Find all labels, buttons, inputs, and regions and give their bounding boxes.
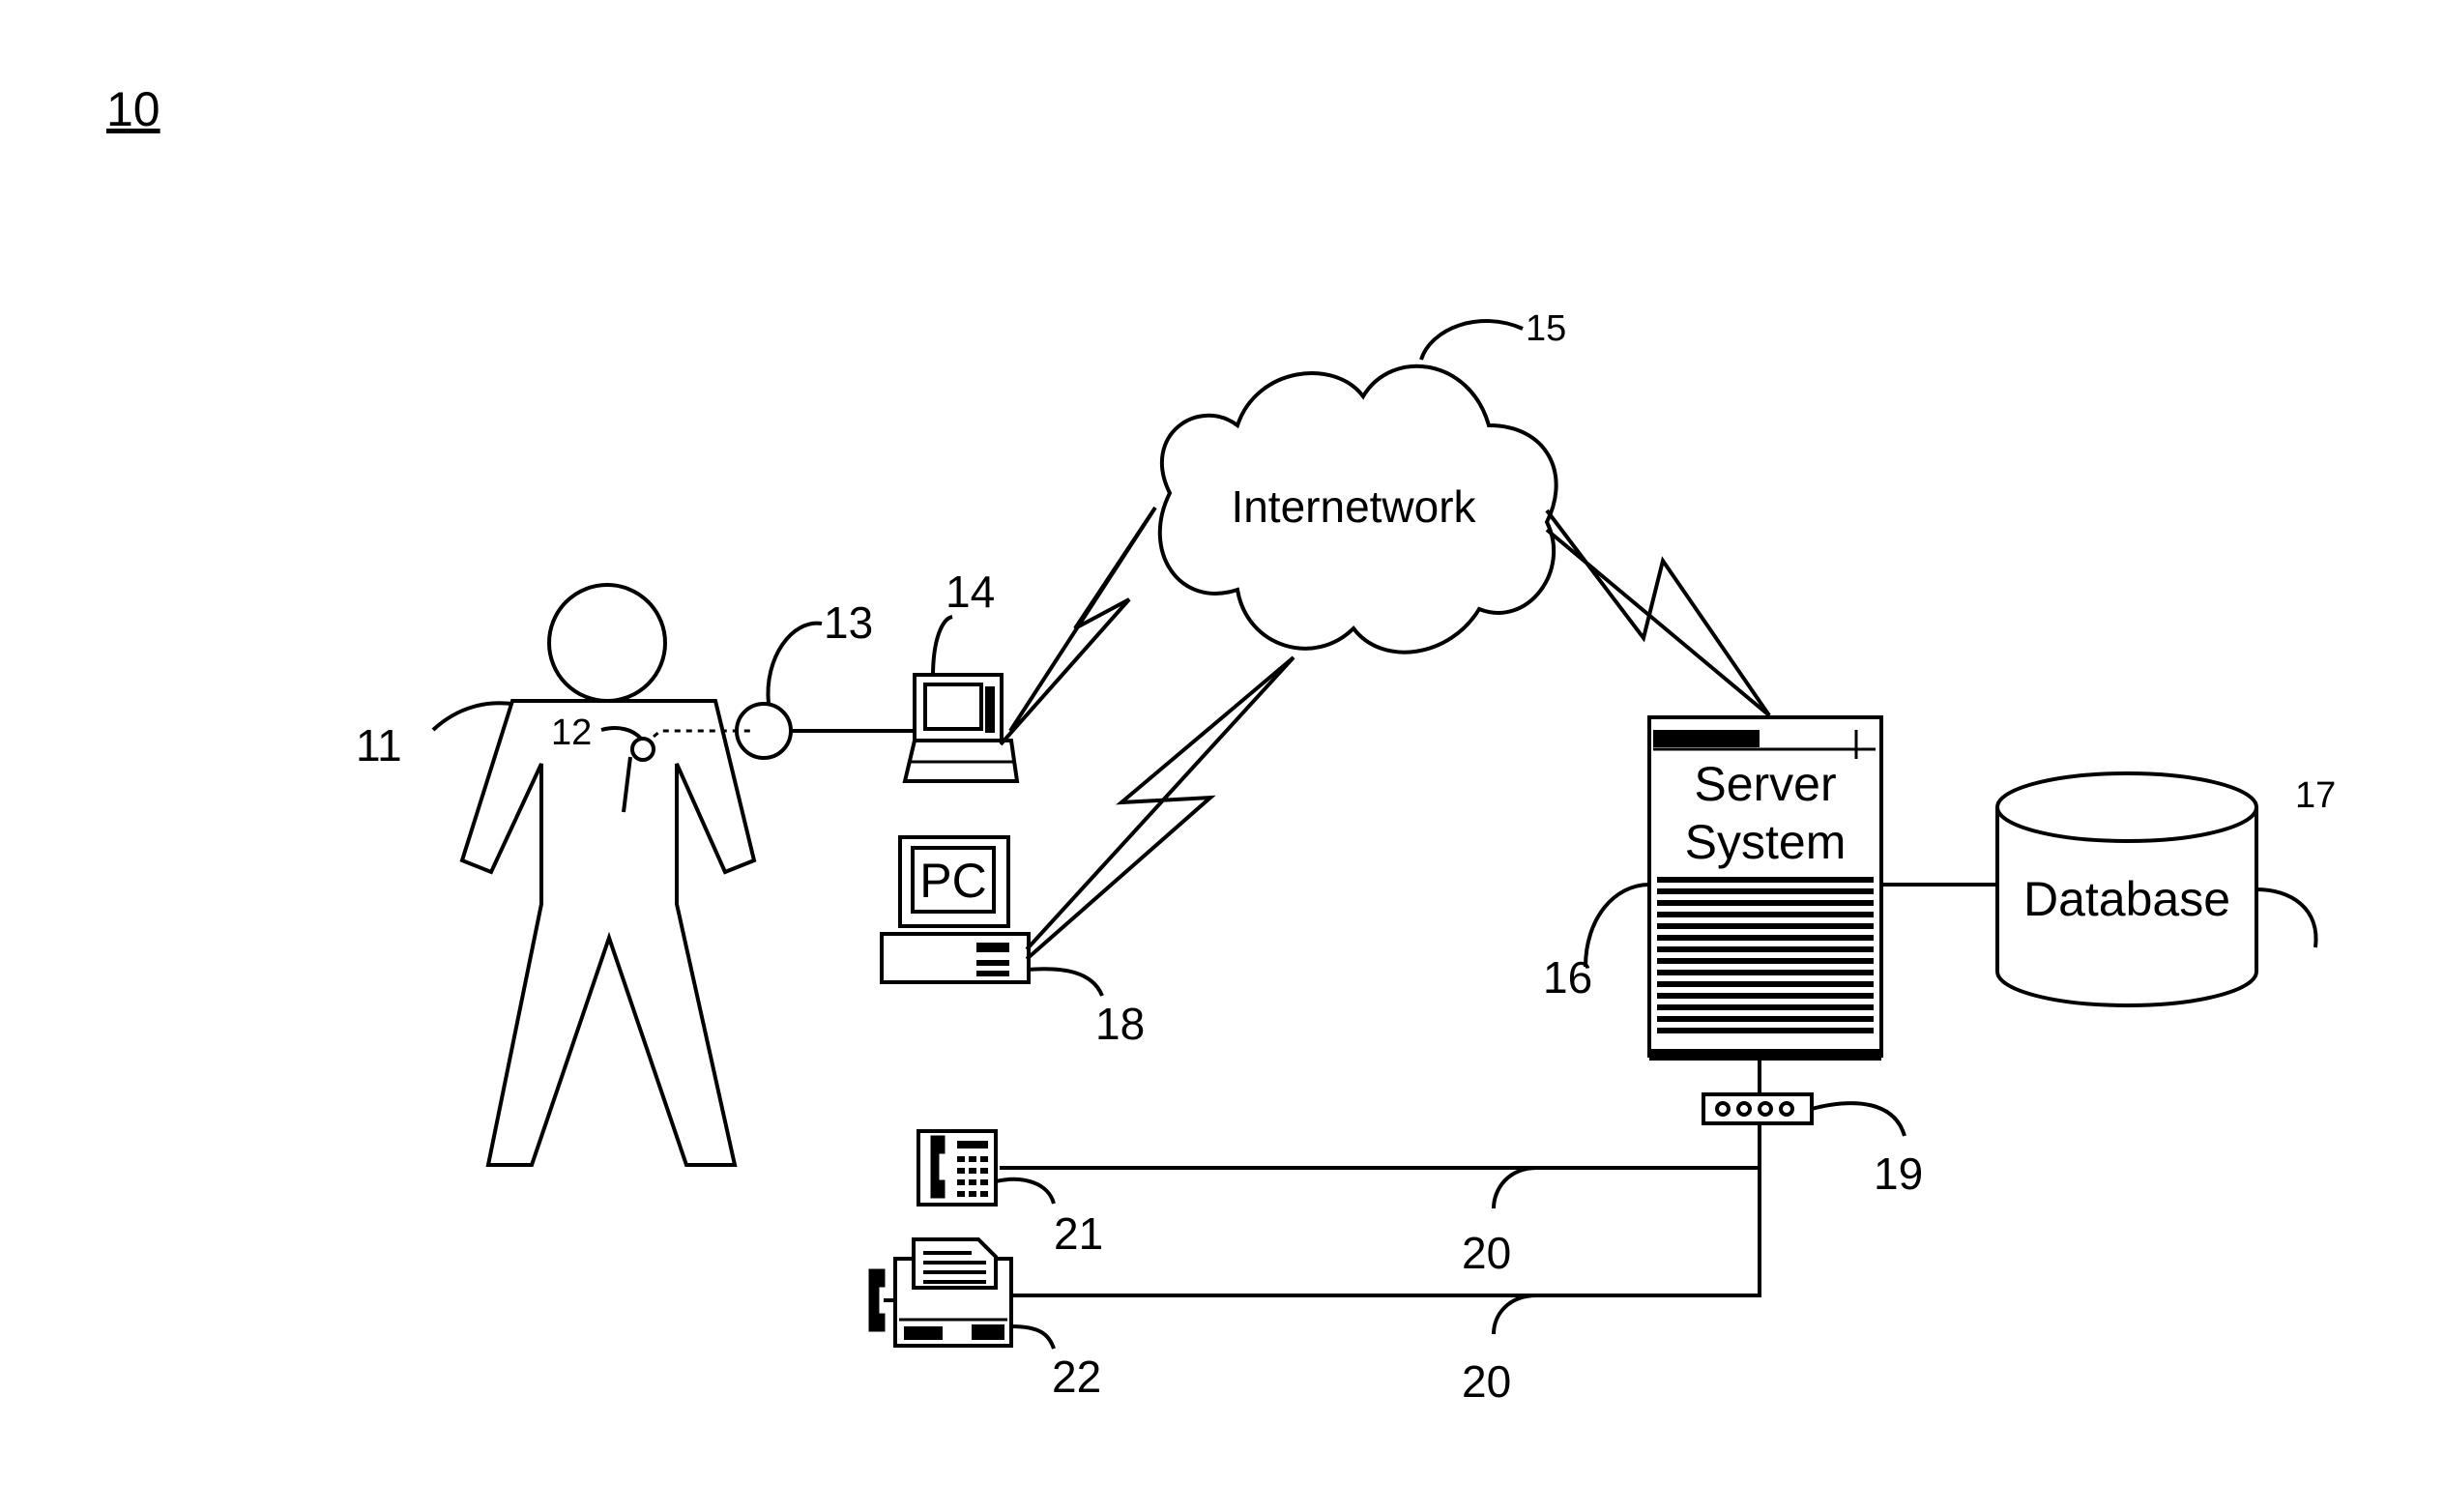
ref-patient: 11: [356, 720, 402, 771]
patient-figure: [462, 585, 754, 1165]
wireless-link-laptop: [1001, 508, 1155, 744]
ref-transceiver: 13: [824, 597, 873, 648]
ref-modem: 19: [1874, 1149, 1923, 1199]
internetwork-cloud: Internetwork: [1160, 366, 1557, 653]
ref-server: 16: [1543, 952, 1592, 1003]
ref-fax: 22: [1052, 1352, 1101, 1402]
ref-telephone: 21: [1054, 1208, 1103, 1259]
server-label-line2: System: [1685, 815, 1847, 869]
cloud-label: Internetwork: [1231, 481, 1476, 532]
wireless-link-pc: [1027, 657, 1294, 959]
ref-phone-line-lower: 20: [1462, 1356, 1511, 1407]
ref-database: 17: [2295, 775, 2336, 816]
database-label: Database: [2023, 872, 2230, 926]
telephone-icon: [918, 1131, 996, 1205]
pc-icon: PC: [882, 837, 1029, 982]
fax-icon: [870, 1239, 1011, 1346]
pc-screen-label: PC: [919, 854, 986, 908]
server-label-line1: Server: [1694, 757, 1836, 811]
phone-line-upper: [1005, 1123, 1760, 1295]
server-system: Server System: [1649, 717, 1881, 1061]
laptop-icon: [905, 675, 1017, 781]
ref-internetwork: 15: [1526, 308, 1566, 349]
database-cylinder: Database: [1997, 773, 2256, 1005]
wireless-link-server: [1547, 510, 1769, 715]
ref-laptop: 14: [946, 567, 995, 617]
modem-icon: [1703, 1061, 1812, 1123]
ref-pc: 18: [1095, 999, 1145, 1049]
ref-phone-line-upper: 20: [1462, 1228, 1511, 1278]
sensor-icon: [632, 739, 654, 760]
ref-sensor: 12: [551, 712, 592, 753]
figure-number: 10: [106, 82, 160, 136]
